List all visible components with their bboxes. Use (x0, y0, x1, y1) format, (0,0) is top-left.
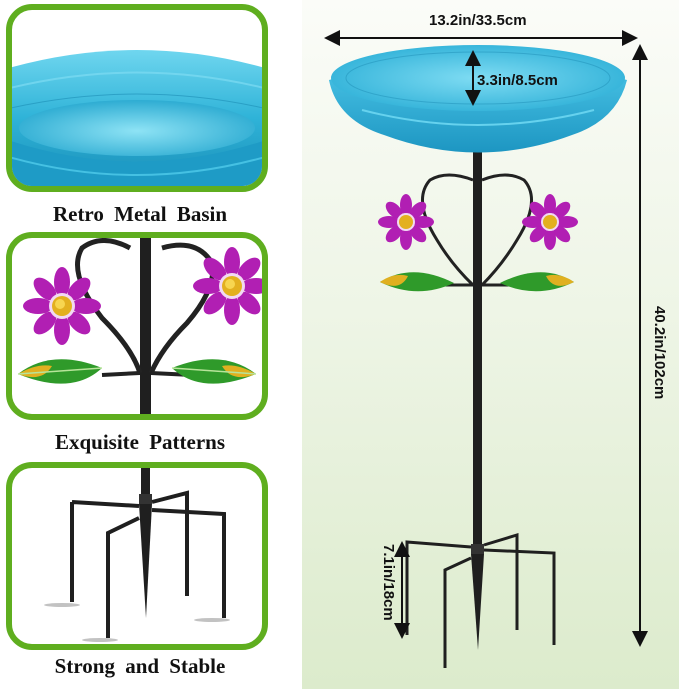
depth-dimension-label: 3.3in/8.5cm (477, 72, 558, 89)
feature-card-base (6, 462, 268, 650)
bird-bath-diagram (324, 30, 648, 668)
flower-right (193, 247, 262, 325)
feature-caption-basin: Retro Metal Basin (52, 202, 228, 226)
feature-caption-patterns: Exquisite Patterns (54, 430, 226, 454)
feature-card-patterns (6, 232, 268, 420)
stake-base-closeup-image (44, 468, 230, 642)
flower-pattern-closeup-image (17, 238, 262, 414)
feature-card-basin (6, 4, 268, 192)
width-dimension-label: 13.2in/33.5cm (429, 12, 527, 29)
diagram-flower-right (522, 194, 578, 250)
product-dimension-panel: 13.2in/33.5cm 3.3in/8.5cm 40.2in/102cm 7… (302, 0, 679, 689)
basin-closeup-image (12, 50, 262, 186)
flower-left (23, 267, 101, 345)
total-height-dimension-label: 40.2in/102cm (651, 306, 668, 400)
feature-panel: Retro Metal Basin (0, 0, 290, 689)
diagram-flower-left (378, 194, 434, 250)
base-height-dimension-label: 7.1in/18cm (380, 544, 397, 621)
feature-caption-base: Strong and Stable (54, 654, 226, 678)
